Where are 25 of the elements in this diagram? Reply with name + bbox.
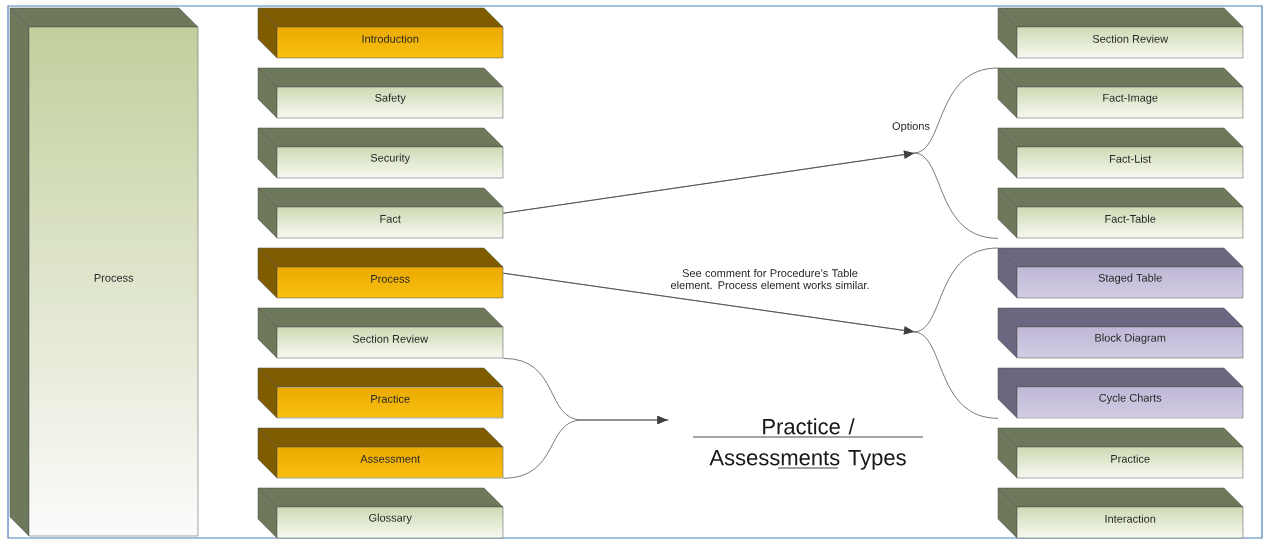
block-box: Staged Table <box>997 247 1244 299</box>
annotation-text: See comment for Procedure’s Table element. Process element works similar. <box>671 268 869 290</box>
arrow <box>503 150 999 239</box>
block-box: Interaction <box>997 487 1244 539</box>
block-box: Safety <box>257 67 504 119</box>
block-box: Fact-Image <box>997 67 1244 119</box>
arrow <box>503 272 999 419</box>
column-box: Process <box>9 7 199 537</box>
block-box: Practice <box>257 367 504 419</box>
block-box: Block Diagram <box>997 307 1244 359</box>
block-box: Process <box>257 247 504 299</box>
block-box: Security <box>257 127 504 179</box>
block-box: Section Review <box>997 7 1244 59</box>
heading-text: Practice / Assessments Types <box>692 418 924 470</box>
block-box: Practice <box>997 427 1244 479</box>
block-box: Introduction <box>257 7 504 59</box>
annotation-text: Options <box>892 121 930 133</box>
block-box: Cycle Charts <box>997 367 1244 419</box>
block-box: Fact <box>257 187 504 239</box>
block-box: Section Review <box>257 307 504 359</box>
block-box: Fact-Table <box>997 187 1244 239</box>
block-box: Glossary <box>257 487 504 539</box>
arrow <box>503 415 669 479</box>
block-box: Assessment <box>257 427 504 479</box>
block-box: Fact-List <box>997 127 1244 179</box>
